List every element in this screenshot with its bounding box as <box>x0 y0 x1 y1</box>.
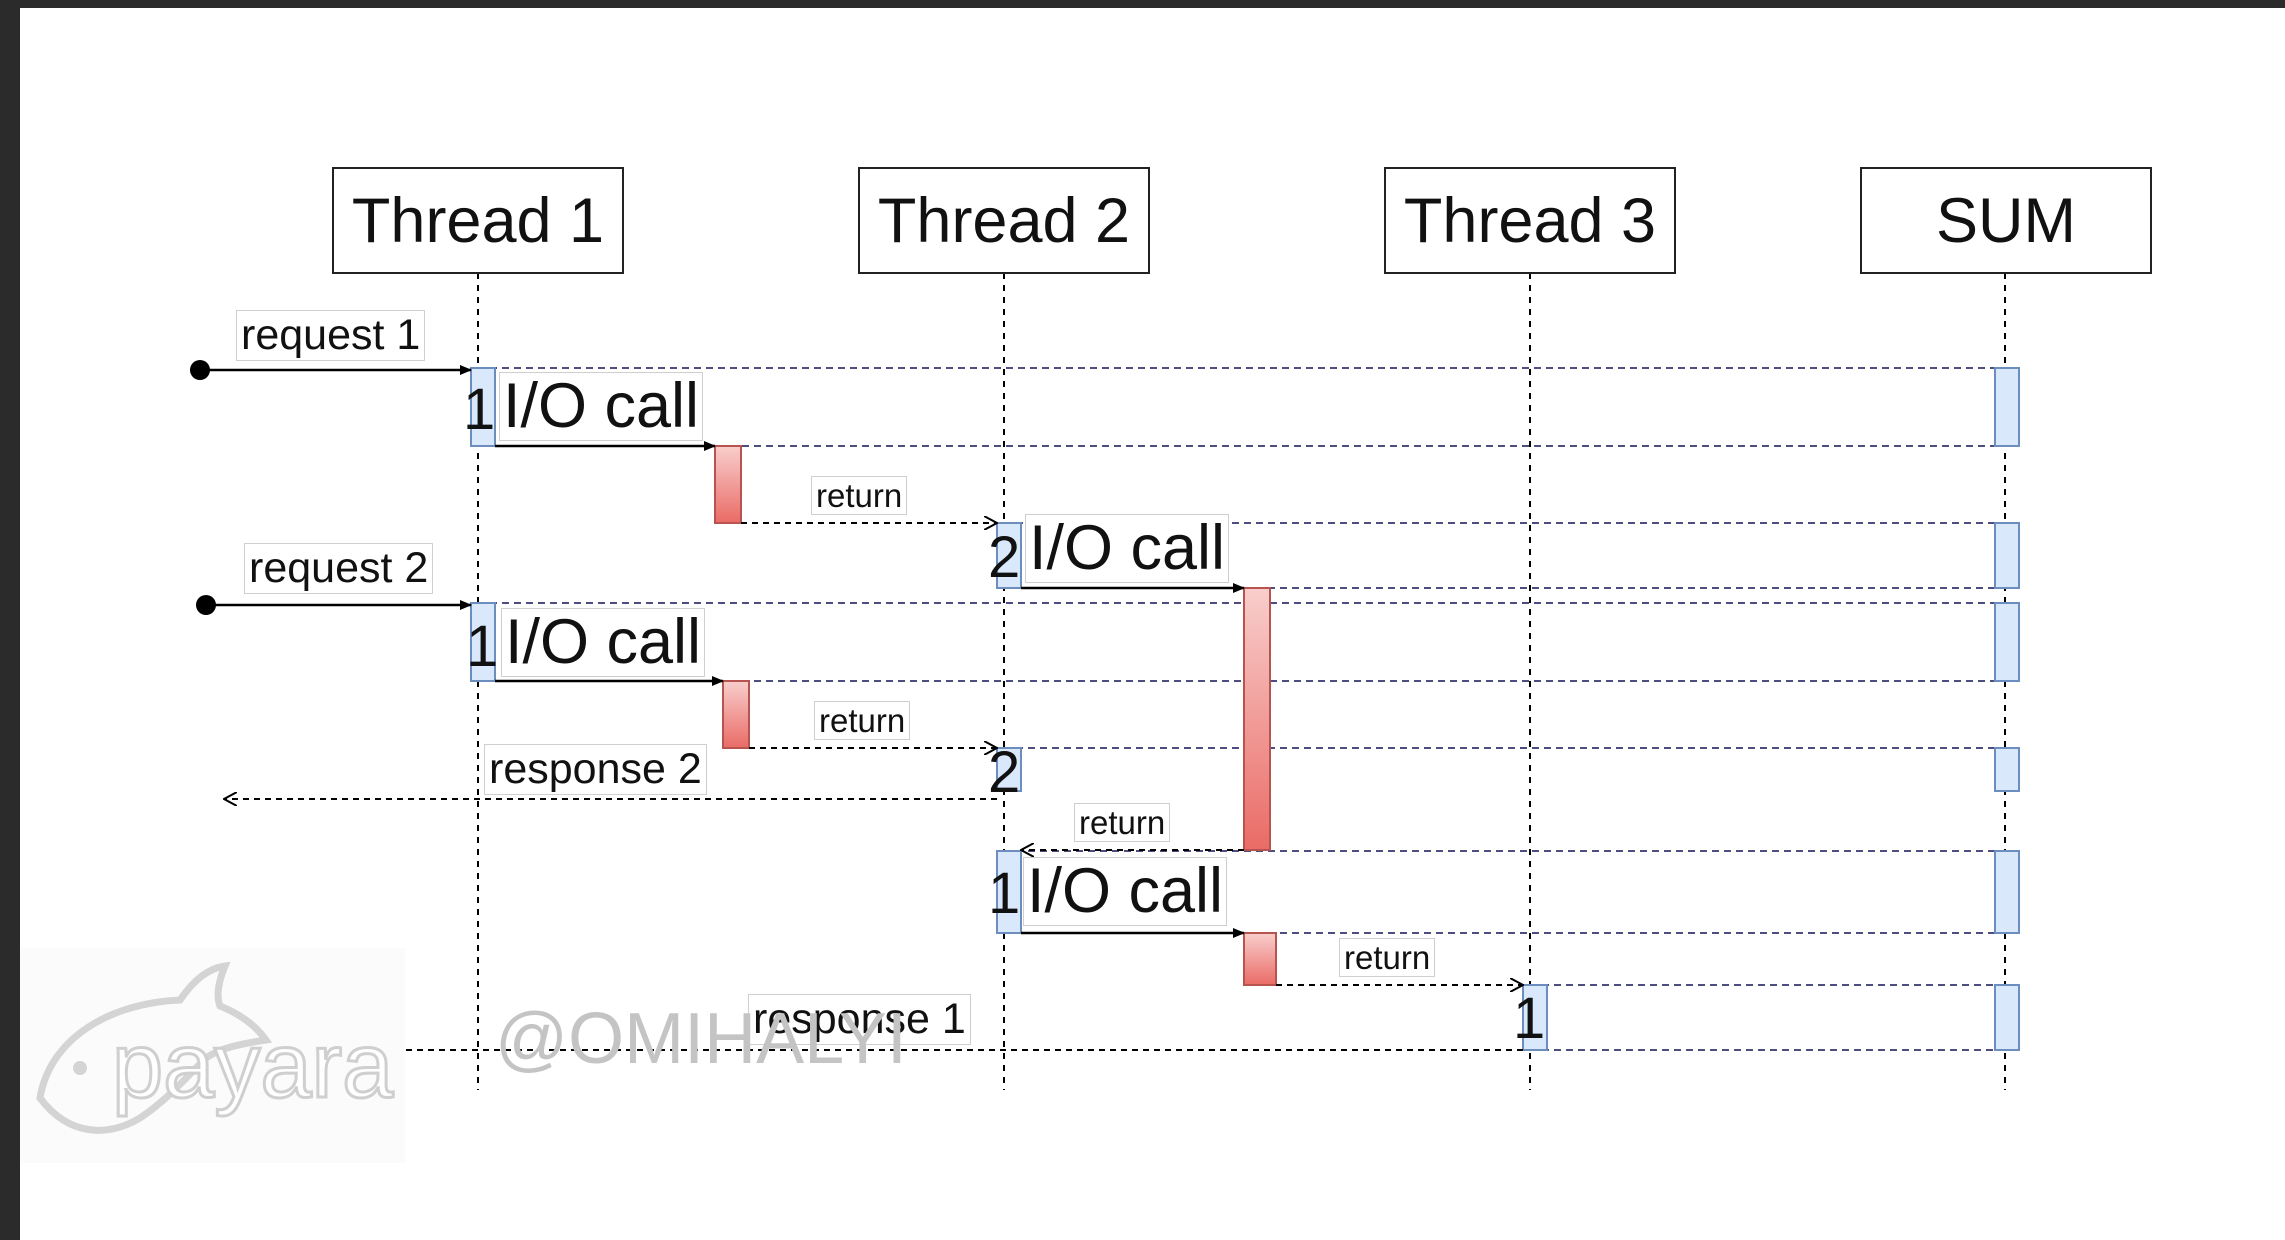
io-call-arrows <box>495 441 1245 938</box>
io-activation <box>1243 587 1271 851</box>
io-call-label: I/O call <box>501 608 706 677</box>
diagram-canvas: Thread 1 Thread 2 Thread 3 SUM request 1… <box>20 8 2285 1240</box>
lifeline-sum: SUM <box>1860 167 2152 274</box>
lifeline-label: Thread 2 <box>877 185 1131 256</box>
io-call-label: I/O call <box>1025 514 1230 583</box>
lifeline-thread-1: Thread 1 <box>332 167 624 274</box>
lifeline-label: SUM <box>1936 185 2076 256</box>
io-call-label: I/O call <box>499 372 704 441</box>
step-number: 1 <box>463 377 496 442</box>
sum-activation <box>1994 602 2020 682</box>
activation-bar <box>996 522 1022 589</box>
lifeline-thread-2: Thread 2 <box>858 167 1150 274</box>
sum-activation <box>1994 850 2020 934</box>
return-label: return <box>811 476 908 515</box>
lifeline-label: Thread 3 <box>1403 185 1657 256</box>
response-1-label: response 1 <box>748 994 971 1045</box>
step-number: 2 <box>988 525 1021 590</box>
sum-activation <box>1994 984 2020 1051</box>
io-activation <box>1243 932 1277 986</box>
guide-lines <box>478 367 2005 1051</box>
io-activation <box>714 445 742 524</box>
io-activation <box>722 680 750 749</box>
sum-activation <box>1994 747 2020 792</box>
step-number: 1 <box>988 861 1021 926</box>
sum-activation <box>1994 522 2020 589</box>
activation-bars-red <box>714 445 1277 986</box>
return-arrows <box>741 523 1523 985</box>
sequence-diagram <box>190 273 2020 1090</box>
payara-logo-watermark: payara <box>20 948 405 1163</box>
activation-bar <box>1522 984 1548 1051</box>
step-number: 1 <box>466 614 499 679</box>
payara-logo-text: payara <box>110 1015 394 1117</box>
author-handle-watermark: @OMIHALYI <box>495 999 907 1079</box>
response-arrows <box>224 799 1523 1050</box>
step-number: 2 <box>988 740 1021 805</box>
activation-bar <box>470 367 496 447</box>
return-label: return <box>1339 938 1436 977</box>
sum-activation <box>1994 367 2020 447</box>
activation-bars-blue <box>470 367 2020 1051</box>
io-call-label: I/O call <box>1023 857 1228 926</box>
activation-bar <box>470 602 496 682</box>
activation-bar <box>996 850 1022 934</box>
return-label: return <box>1074 803 1171 842</box>
request-2-label: request 2 <box>244 543 434 594</box>
step-number: 1 <box>1513 986 1546 1051</box>
request-arrows <box>190 360 472 615</box>
lifeline-thread-3: Thread 3 <box>1384 167 1676 274</box>
request-1-label: request 1 <box>236 310 426 361</box>
return-label: return <box>814 701 911 740</box>
fish-logo-icon <box>20 948 405 1163</box>
response-2-label: response 2 <box>484 744 707 795</box>
activation-bar <box>996 747 1022 792</box>
lifeline-label: Thread 1 <box>351 185 605 256</box>
